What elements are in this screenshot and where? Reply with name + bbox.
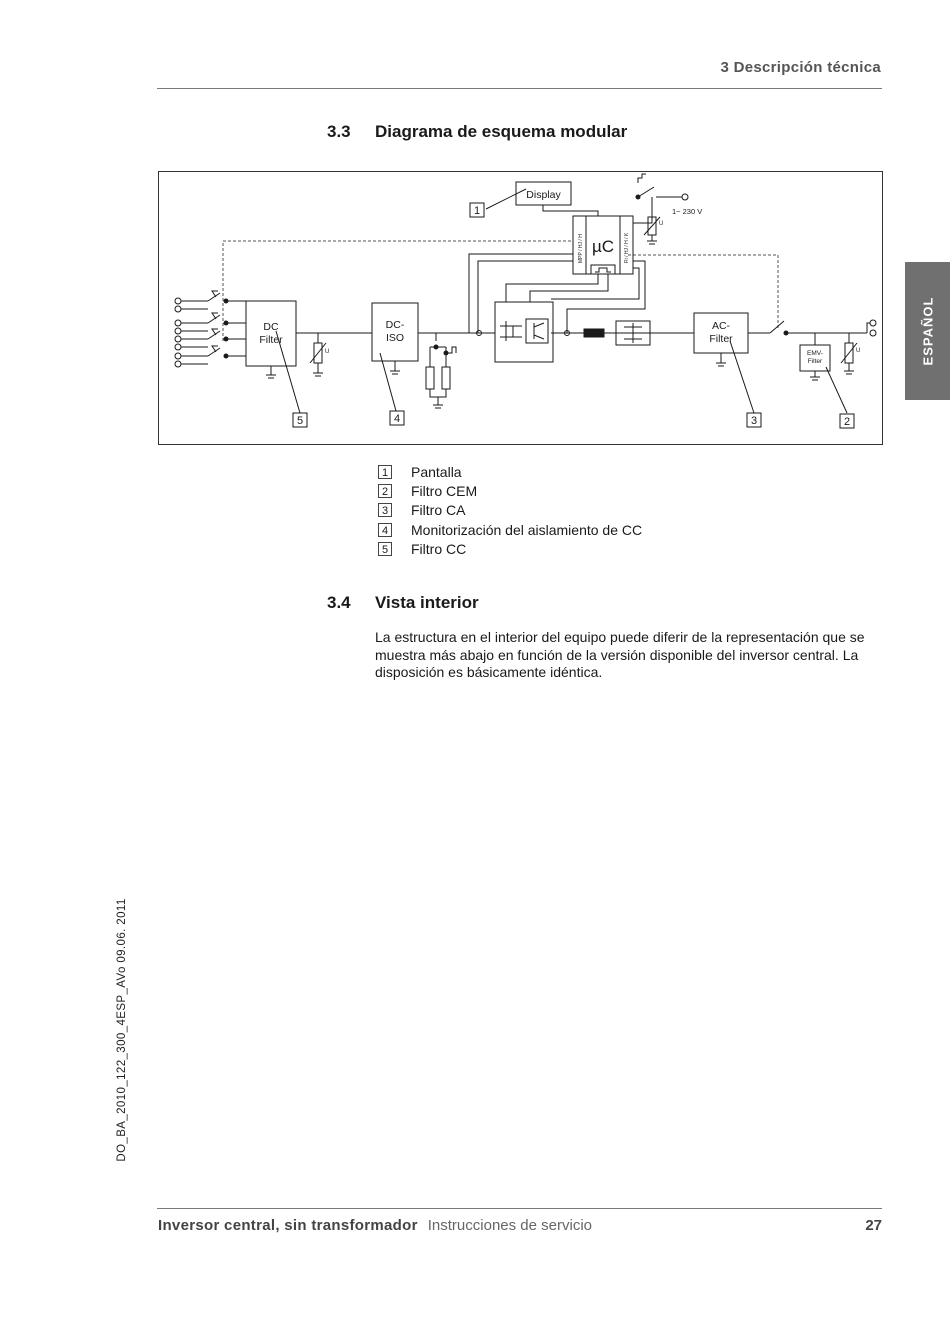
callout-leader-1 xyxy=(485,188,527,210)
callout-leader-3 xyxy=(729,340,755,414)
filter-capacitor-block xyxy=(615,320,651,346)
section-title: Vista interior xyxy=(375,593,479,612)
voltage-label: 1~ 230 V xyxy=(672,207,702,216)
supply-varistor-label: U xyxy=(659,221,663,227)
legend-label: Monitorización del aislamiento de CC xyxy=(411,521,643,538)
emv-filter-block: EMV- Filter xyxy=(799,333,831,381)
mu-c-left-label: MPP / HJ / H xyxy=(578,234,584,263)
grid-supply-switch: 1~ 230 V xyxy=(633,173,702,224)
callout-3: 3 xyxy=(746,412,762,428)
ac-filter-label-2: Filter xyxy=(709,333,733,345)
callout-1: 1 xyxy=(469,202,485,218)
legend-number: 1 xyxy=(378,465,392,479)
section-body-text: La estructura en el interior del equipo … xyxy=(375,629,865,681)
svg-text:1: 1 xyxy=(474,205,480,217)
diagram-frame xyxy=(158,171,883,445)
legend-label: Filtro CC xyxy=(411,540,467,557)
dc-filter-label-1: DC xyxy=(263,321,279,333)
control-wire-5 xyxy=(566,260,646,333)
modular-block-diagram: DC Filter U DC- ISO Display µC M xyxy=(158,171,883,445)
legend-label: Filtro CA xyxy=(411,502,466,519)
callout-4: 4 xyxy=(389,410,405,426)
footer-title-block: Inversor central, sin transformador Instr… xyxy=(158,1217,592,1234)
language-tab: ESPAÑOL xyxy=(905,262,950,400)
legend-number: 5 xyxy=(378,541,392,556)
dc-filter-block: DC Filter xyxy=(245,300,297,379)
ac-filter-label-1: AC- xyxy=(712,320,731,332)
svg-text:5: 5 xyxy=(297,415,303,427)
control-wire-1 xyxy=(468,253,573,333)
dashed-signal-line-left xyxy=(222,240,573,341)
language-tab-label: ESPAÑOL xyxy=(920,296,935,366)
header-rule xyxy=(157,88,882,89)
bus-node-1 xyxy=(476,330,482,336)
svg-text:2: 2 xyxy=(844,416,850,428)
ac-varistor-icon: U xyxy=(840,333,860,375)
svg-text:4: 4 xyxy=(394,413,400,425)
callout-leader-5 xyxy=(275,330,301,414)
emv-filter-label-1: EMV- xyxy=(807,350,823,357)
section-number: 3.3 xyxy=(327,122,351,141)
isolation-monitor-resistors xyxy=(425,333,457,409)
page-number: 27 xyxy=(865,1217,882,1234)
document-reference: DO_BA_2010_122_300_4ESP_AVo 09.06. 2011 xyxy=(116,898,128,1162)
dc-iso-label-1: DC- xyxy=(386,319,405,331)
legend-number: 2 xyxy=(378,484,392,499)
section-title: Diagrama de esquema modular xyxy=(375,122,628,141)
legend-label: Pantalla xyxy=(411,464,462,480)
footer-subtitle: Instrucciones de servicio xyxy=(427,1217,592,1234)
ac-filter-block: AC- Filter xyxy=(693,312,749,367)
section-number: 3.4 xyxy=(327,593,351,612)
dc-varistor-icon: U xyxy=(309,333,329,377)
footer-title: Inversor central, sin transformador xyxy=(158,1217,418,1234)
bus-node-2 xyxy=(564,330,570,336)
dashed-signal-line-right xyxy=(628,254,779,329)
callout-leader-2 xyxy=(825,366,848,414)
control-wire-3 xyxy=(505,274,599,302)
callout-2: 2 xyxy=(839,413,855,429)
supply-varistor-icon: U xyxy=(643,216,663,245)
legend-label: Filtro CEM xyxy=(411,483,478,500)
display-block: Display xyxy=(515,181,599,216)
inverter-bridge-block xyxy=(494,301,554,363)
dc-iso-label-2: ISO xyxy=(386,332,404,344)
control-wire-2 xyxy=(477,260,573,333)
mu-c-right-label: Ri / HJ / H / K xyxy=(624,232,630,263)
ac-varistor-label: U xyxy=(856,348,860,354)
footer-rule xyxy=(157,1208,882,1209)
dc-iso-block: DC- ISO xyxy=(371,302,419,375)
legend-number: 3 xyxy=(378,503,392,518)
chapter-title: 3 Descripción técnica xyxy=(720,59,881,76)
control-wire-6 xyxy=(551,267,640,300)
emv-filter-label-2: Filter xyxy=(808,358,823,365)
control-wire-4 xyxy=(529,274,609,302)
inductor-symbol xyxy=(583,328,605,338)
callout-5: 5 xyxy=(292,412,308,428)
dc-varistor-label: U xyxy=(325,349,329,355)
dc-filter-label-2: Filter xyxy=(259,334,283,346)
ac-output-terminals xyxy=(866,319,877,337)
microcontroller-block: µC MPP / HJ / H Ri / HJ / H / K xyxy=(572,215,634,275)
output-relay-switch xyxy=(769,320,789,336)
legend-number: 4 xyxy=(378,522,392,537)
svg-text:3: 3 xyxy=(751,415,757,427)
display-label: Display xyxy=(526,189,561,201)
dc-input-strings xyxy=(174,290,246,368)
mu-c-label: µC xyxy=(592,237,614,256)
callout-leader-4 xyxy=(379,352,397,412)
